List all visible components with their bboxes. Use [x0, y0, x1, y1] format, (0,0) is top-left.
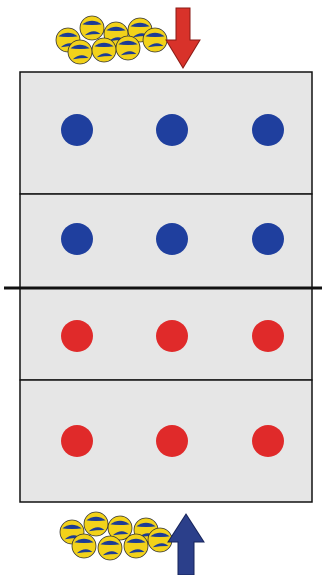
volleyball-icon — [92, 38, 116, 62]
volleyball-icon — [148, 528, 172, 552]
down-arrow-icon — [166, 8, 200, 68]
up-arrow-icon — [168, 514, 204, 575]
volleyball-icon — [143, 28, 167, 52]
player-marker — [61, 114, 93, 146]
player-marker — [252, 114, 284, 146]
player-marker — [252, 223, 284, 255]
player-marker — [156, 114, 188, 146]
ball-pile-bottom — [60, 512, 172, 560]
volleyball-icon — [72, 534, 96, 558]
volleyball-icon — [80, 16, 104, 40]
volleyball-icon — [84, 512, 108, 536]
volleyball-icon — [116, 36, 140, 60]
ball-pile-top — [56, 16, 167, 64]
player-marker — [156, 320, 188, 352]
volleyball-icon — [98, 536, 122, 560]
player-marker — [252, 320, 284, 352]
player-marker — [61, 223, 93, 255]
player-marker — [61, 425, 93, 457]
player-marker — [156, 223, 188, 255]
volleyball-icon — [124, 534, 148, 558]
player-marker — [252, 425, 284, 457]
player-marker — [156, 425, 188, 457]
volleyball-icon — [68, 40, 92, 64]
player-marker — [61, 320, 93, 352]
